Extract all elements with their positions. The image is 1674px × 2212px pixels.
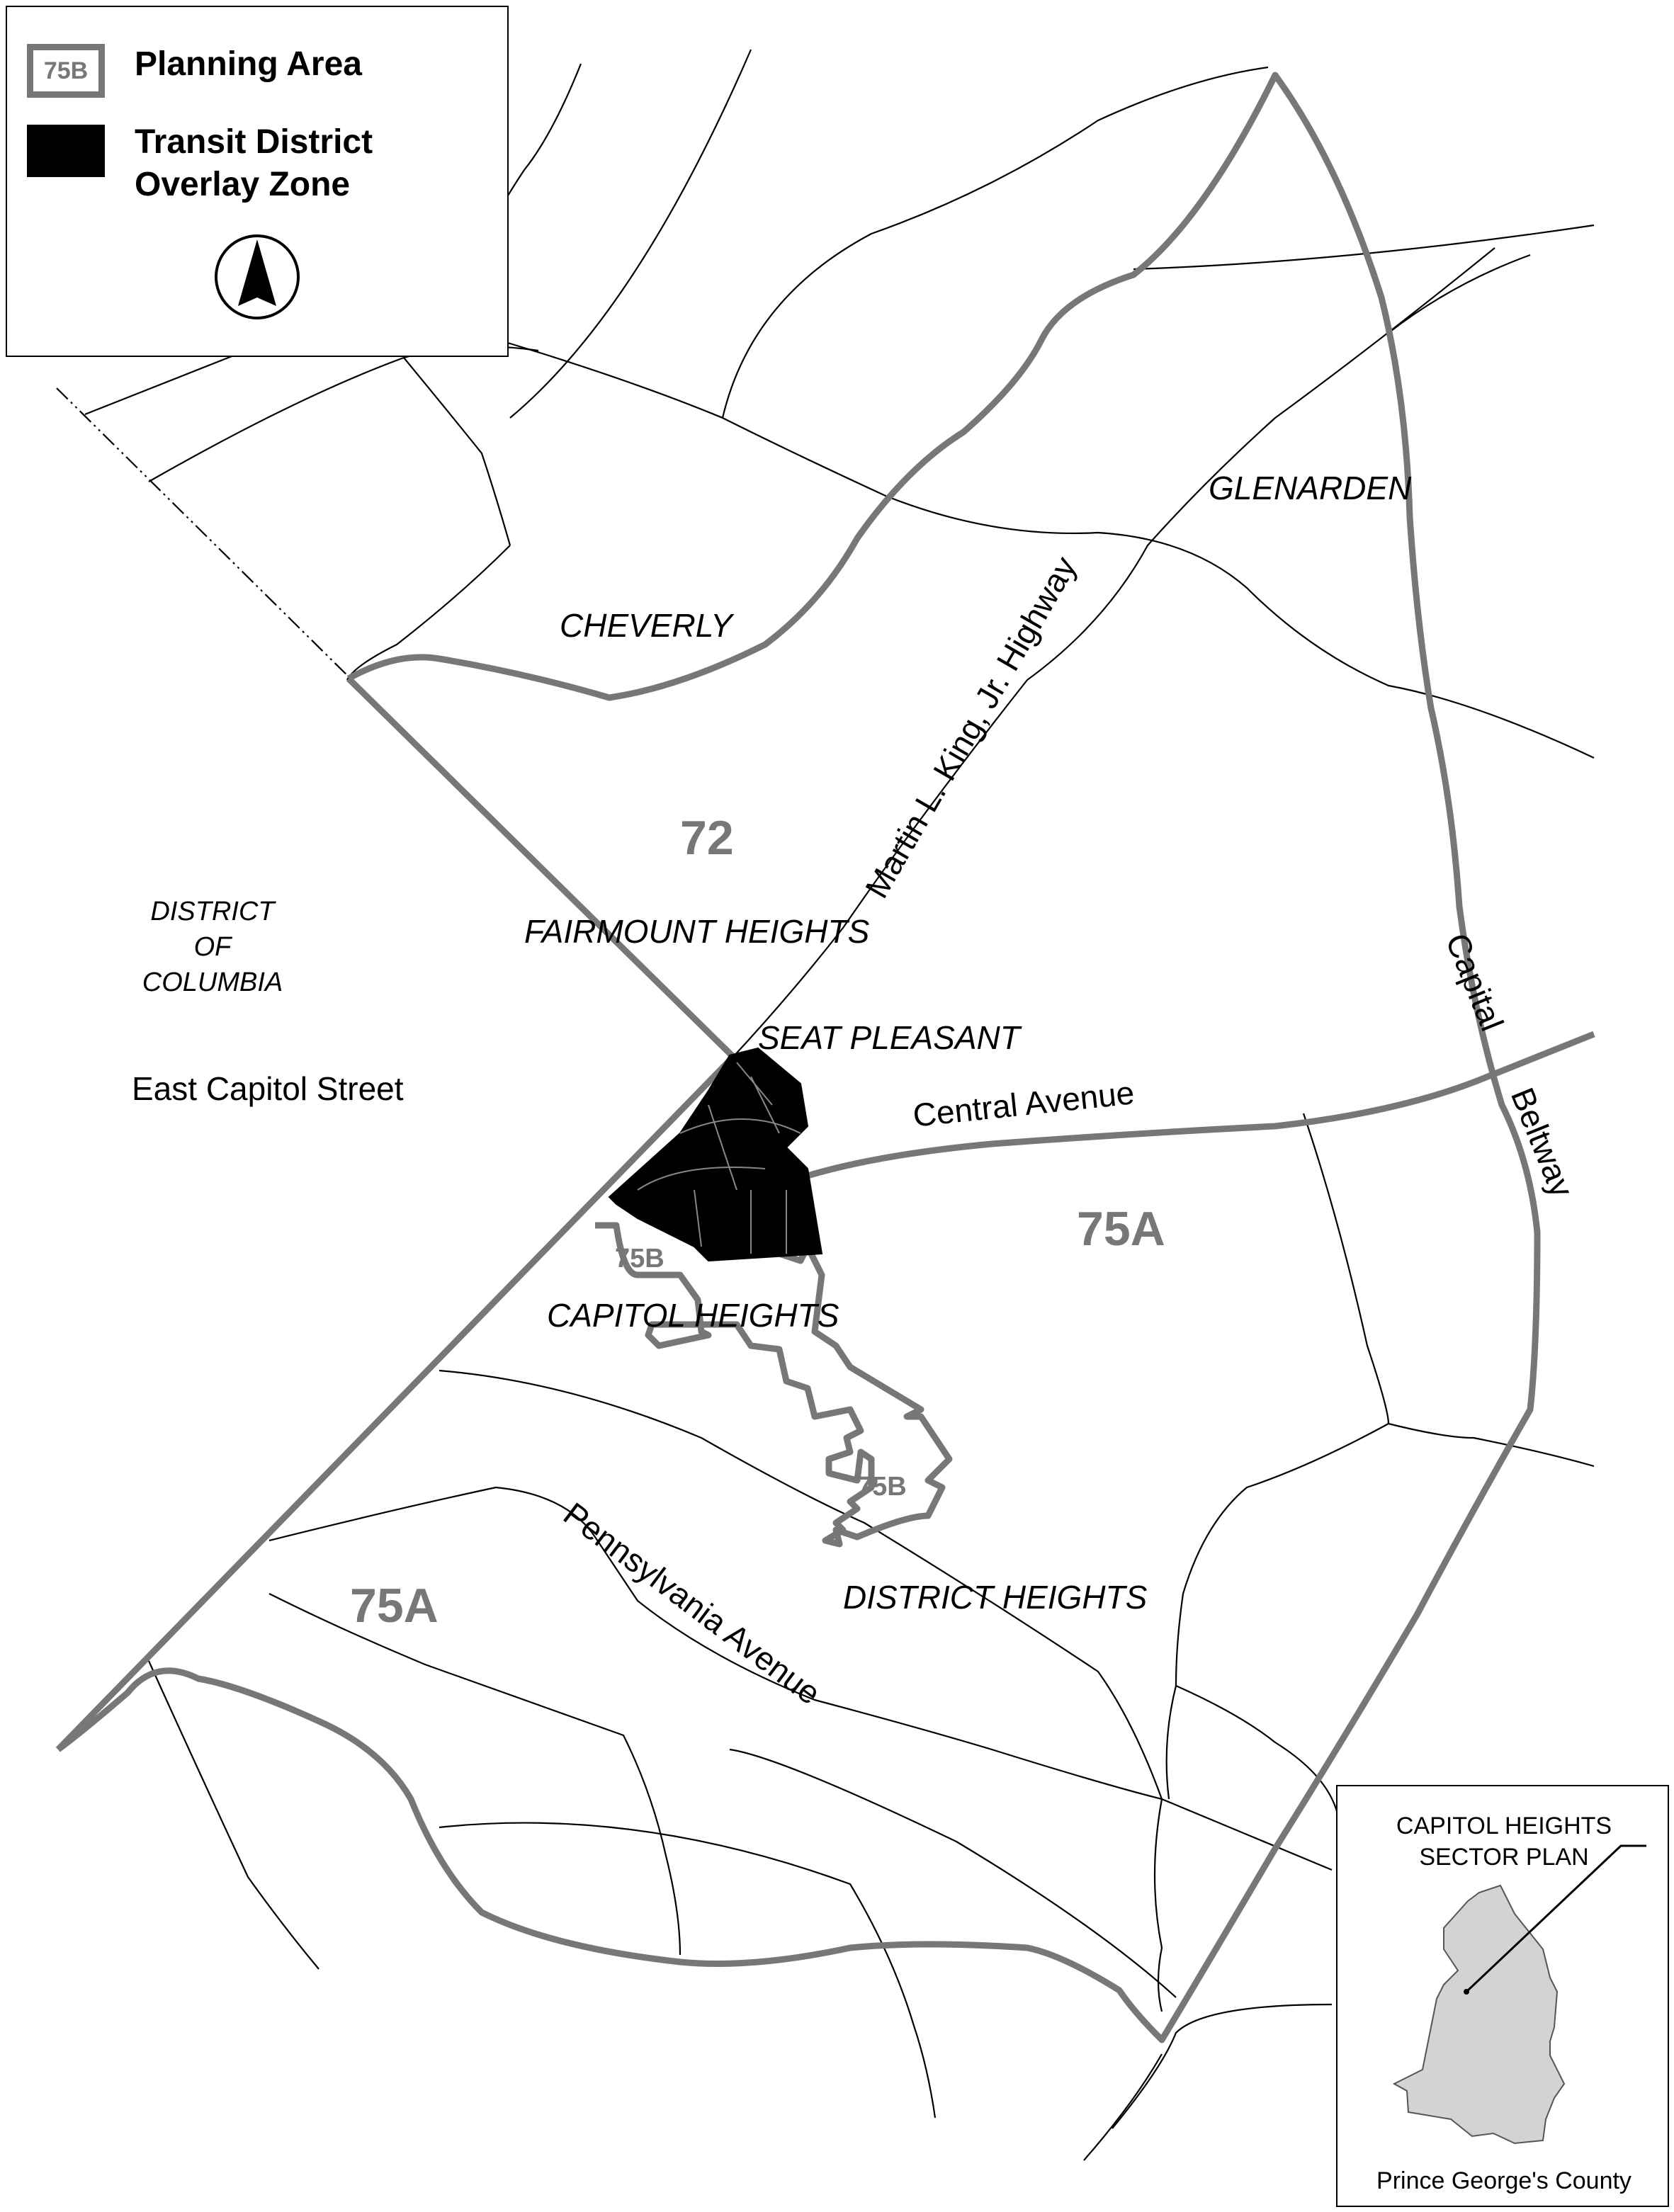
inset-title-line1: CAPITOL HEIGHTS [1396,1813,1612,1839]
dc-line1: DISTRICT [150,897,275,926]
tdoz-swatch [27,125,105,177]
label-district-heights: DISTRICT HEIGHTS [843,1579,1148,1616]
tdoz-streets [637,1062,801,1254]
label-planning-area-75a-east: 75A [1077,1202,1165,1256]
inset-locator-map: CAPITOL HEIGHTS SECTOR PLAN Prince Georg… [1336,1785,1669,2207]
inset-title: CAPITOL HEIGHTS SECTOR PLAN [1337,1810,1670,1873]
local-roads [84,49,1595,2161]
label-capitol-heights: CAPITOL HEIGHTS [547,1297,839,1334]
label-planning-area-72: 72 [680,811,734,865]
planning-area-swatch: 75B [27,44,105,98]
label-planning-area-75a-south: 75A [350,1579,439,1633]
label-glenarden: GLENARDEN [1209,470,1412,506]
inset-county-label: Prince George's County [1376,2167,1631,2194]
dc-line2: OF [193,932,232,962]
label-planning-area-75b-south: 75B [857,1472,907,1502]
tdoz-label-line1: Transit District [135,123,373,161]
tdoz-label-line2: Overlay Zone [135,166,351,203]
label-fairmount-heights: FAIRMOUNT HEIGHTS [524,913,870,950]
map-legend: 75B Planning Area Transit District Overl… [6,6,509,357]
inset-title-line2: SECTOR PLAN [1419,1844,1589,1871]
label-east-capitol-street: East Capitol Street [132,1070,404,1107]
label-cheverly: CHEVERLY [560,607,733,644]
label-district-of-columbia: DISTRICT OF COLUMBIA [128,894,298,1000]
county-outline [1392,1844,1646,2145]
label-planning-area-75b-north: 75B [615,1244,664,1274]
north-arrow-icon [215,234,300,319]
planning-area-label: Planning Area [135,45,362,83]
label-seat-pleasant: SEAT PLEASANT [758,1019,1020,1056]
planning-area-boundaries [55,72,1595,2043]
dc-line3: COLUMBIA [142,968,283,997]
